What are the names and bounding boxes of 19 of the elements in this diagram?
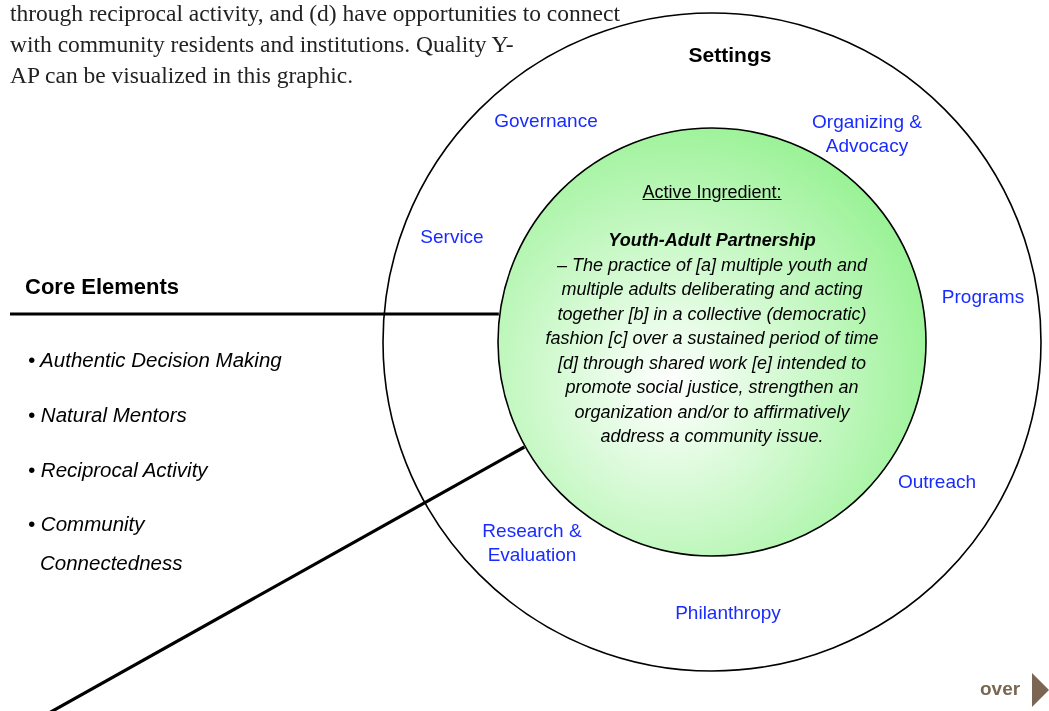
setting-label: Research & Evaluation (481, 519, 583, 567)
bullet-item: • Natural Mentors (28, 402, 188, 428)
bullet-item: • Authentic Decision Making (28, 347, 283, 373)
section-heading: Core Elements (25, 274, 180, 300)
bullet-item: • Community Connectedness (28, 511, 184, 576)
intro-paragraph: through reciprocal activity, and (d) have opportunities to connect with community residents and institutions. Quality Y-AP can be visualized in this graphic. (10, 0, 620, 88)
ring-heading: Settings (688, 41, 772, 68)
page-turn-text: over (980, 678, 1021, 700)
setting-label: Governance (494, 109, 598, 133)
setting-label: Service (420, 225, 484, 249)
connector-line (10, 312, 499, 316)
setting-label: Philanthropy (675, 601, 781, 625)
circle-heading: Active Ingredient: (642, 182, 782, 203)
definition-text: – The practice of [a] multiple youth and multiple adults deliberating and acting together [b] in a collective (democratic) fashion [c] over a sustained period of time [d] through shared work [e] intended to promote social justice, strengthen an organization and/or to affirmatively address a community issue. (544, 253, 880, 448)
setting-label: Outreach (897, 470, 977, 494)
concept-title: Youth-Adult Partnership (608, 229, 816, 252)
setting-label: Organizing & Advocacy (811, 110, 923, 158)
bullet-item: • Reciprocal Activity (28, 457, 210, 483)
setting-label: Programs (941, 285, 1025, 309)
